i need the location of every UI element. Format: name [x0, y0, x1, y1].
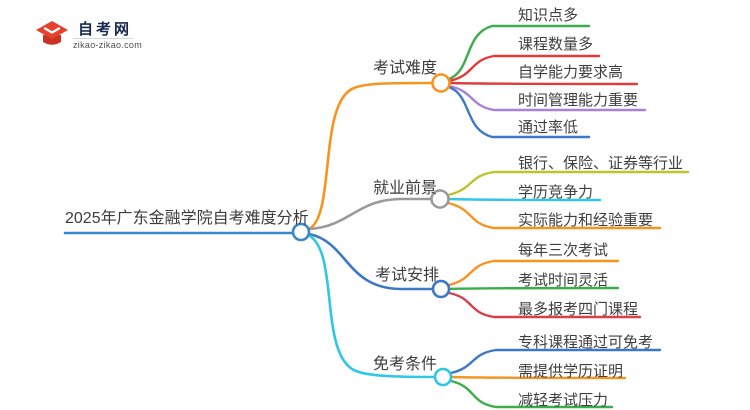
child-label-qualification-competitiveness[interactable]: 学历竞争力 — [518, 184, 594, 201]
connector-max-four-courses — [447, 291, 642, 319]
connector-qualification-competitiveness — [446, 197, 602, 202]
logo-divider — [73, 38, 133, 39]
connector-three-exams-yearly — [447, 259, 620, 287]
logo-cap-base-shape — [43, 35, 61, 45]
connector-course-count — [447, 54, 601, 83]
child-label-practical-ability[interactable]: 实际能力和经验重要 — [518, 212, 654, 229]
zikao-logo-icon — [36, 17, 68, 51]
exam-difficulty-node-circle[interactable] — [431, 73, 451, 93]
employment-prospects-node-circle[interactable] — [430, 189, 450, 209]
connector-root-employment-prospects — [308, 197, 434, 231]
child-label-self-study-ability[interactable]: 自学能力要求高 — [518, 64, 624, 81]
logo-cap-board-shape — [36, 21, 68, 39]
branch-label-employment-prospects[interactable]: 就业前景 — [373, 180, 438, 197]
logo-title: 自考网 — [78, 21, 133, 38]
connector-qualification-proof — [449, 375, 627, 380]
child-label-max-four-courses[interactable]: 最多报考四门课程 — [518, 301, 639, 318]
child-label-qualification-proof[interactable]: 需提供学历证明 — [518, 363, 624, 380]
connector-root-exam-schedule — [307, 232, 435, 291]
child-label-flexible-exam-time[interactable]: 考试时间灵活 — [518, 272, 609, 289]
child-label-reduce-pressure[interactable]: 减轻考试压力 — [518, 392, 609, 409]
connector-time-management — [447, 84, 647, 112]
branch-label-exam-difficulty[interactable]: 考试难度 — [373, 60, 438, 77]
child-label-industries[interactable]: 银行、保险、证券等行业 — [518, 155, 684, 172]
connector-reduce-pressure — [449, 379, 614, 409]
connector-pass-rate — [447, 85, 591, 139]
connector-self-study-ability — [447, 81, 639, 86]
connector-root-exemption-conditions — [306, 233, 437, 379]
root-node-circle[interactable] — [291, 222, 311, 242]
child-label-course-count[interactable]: 课程数量多 — [518, 36, 594, 53]
logo-domain: zikao-zikao.com — [73, 40, 143, 50]
logo-cap-chevron — [43, 27, 61, 34]
child-label-three-exams-yearly[interactable]: 每年三次考试 — [518, 242, 609, 259]
zikao-logo[interactable]: 自考网 zikao-zikao.com — [30, 12, 170, 54]
connector-exempt-passed-courses — [449, 348, 662, 375]
branch-label-exam-schedule[interactable]: 考试安排 — [375, 267, 440, 284]
branch-label-exemption-conditions[interactable]: 免考条件 — [373, 356, 438, 373]
connector-practical-ability — [446, 201, 662, 230]
exam-schedule-node-circle[interactable] — [431, 279, 451, 299]
root-node-label[interactable]: 2025年广东金融学院自考难度分析 — [65, 210, 309, 227]
child-label-knowledge-points[interactable]: 知识点多 — [518, 7, 579, 24]
connector-industries — [446, 170, 690, 197]
connector-flexible-exam-time — [447, 286, 620, 291]
connector-knowledge-points — [447, 24, 591, 81]
child-label-time-management[interactable]: 时间管理能力重要 — [518, 92, 639, 109]
exemption-conditions-node-circle[interactable] — [433, 367, 453, 387]
child-label-exempt-passed-courses[interactable]: 专科课程通过可免考 — [518, 334, 654, 351]
connector-root-exam-difficulty — [307, 81, 435, 231]
child-label-pass-rate[interactable]: 通过率低 — [518, 119, 579, 136]
